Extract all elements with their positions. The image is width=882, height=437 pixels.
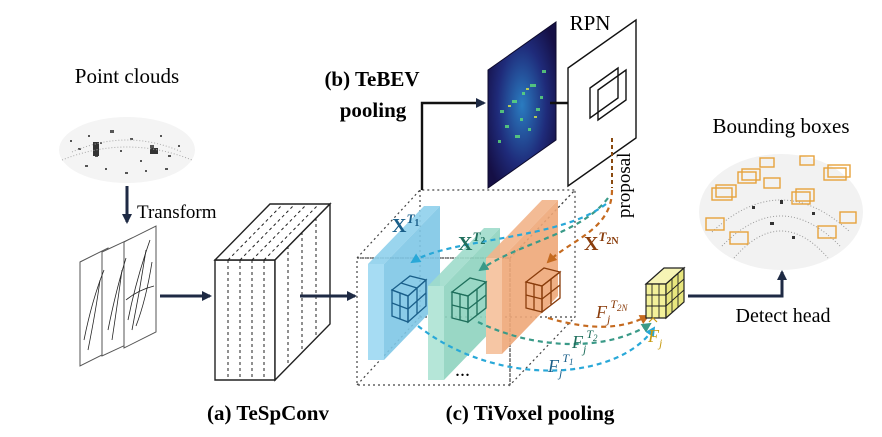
f-t2n-base: F <box>595 302 608 322</box>
tespconv-label: (a) TeSpConv <box>207 401 329 425</box>
slab-t2n <box>486 200 558 258</box>
f-hat-accent <box>648 317 658 323</box>
f-hat-sub: j <box>657 336 663 350</box>
pooled-feature-cube <box>644 266 686 320</box>
f-t2n-sub: j <box>605 312 611 326</box>
f-t2-base: F <box>571 332 584 352</box>
rpn-block <box>567 18 637 188</box>
f-hat-base: F <box>647 326 660 346</box>
voxel-grid-t2 <box>450 277 488 324</box>
voxel-grid-t1 <box>390 275 428 324</box>
x-t2-base: X <box>458 233 473 255</box>
x-t2n-base: X <box>584 233 599 255</box>
x-t1-sub: 1 <box>414 218 419 229</box>
f-t1-base: F <box>547 356 560 376</box>
tebev-label-line1: (b) TeBEV <box>324 67 419 91</box>
voxel-grid-t2n <box>524 267 562 314</box>
tespconv-block <box>213 202 332 382</box>
f-t2n-supsub: 2N <box>617 303 629 313</box>
f-t2-sup: T <box>586 327 594 341</box>
f-t2n-sup: T <box>610 297 618 311</box>
f-t2n-label: FjT2N <box>595 297 629 326</box>
point-cloud-image <box>59 117 195 183</box>
tivoxel-label: (c) TiVoxel pooling <box>446 401 615 425</box>
x-t2-sup: T <box>472 229 481 244</box>
point-clouds-label: Point clouds <box>75 64 179 88</box>
tivoxel-block <box>355 188 577 387</box>
f-t2-label: FjT2 <box>571 327 598 356</box>
proposal-to-t1-arrow <box>410 203 607 264</box>
tebev-label-line2: pooling <box>340 98 407 122</box>
x-t2-label: XT2 <box>458 229 485 255</box>
bounding-boxes-image <box>699 154 863 270</box>
x-t2-sub: 2 <box>480 236 485 247</box>
rpn-label: RPN <box>570 11 611 35</box>
f-t2-sub: j <box>581 342 587 356</box>
tebev-arrow <box>420 98 486 190</box>
f-t1-supsub: 1 <box>569 357 574 367</box>
f-t1-label: FjT1 <box>547 351 574 380</box>
a-star-label: A* <box>531 150 552 170</box>
bounding-boxes-label: Bounding boxes <box>712 114 849 138</box>
f-t1-arrow <box>417 325 656 372</box>
x-t2n-sup: T <box>598 229 607 244</box>
x-t1-label: XT1 <box>392 211 419 237</box>
bev-feature-map <box>487 21 557 189</box>
x-t2n-sub: 2N <box>606 236 619 247</box>
ellipsis: ... <box>455 359 470 381</box>
f-t1-sub: j <box>557 366 563 380</box>
x-t2n-label: XT2N <box>584 229 619 255</box>
f-t2n-arrow <box>547 315 650 328</box>
detect-head-label: Detect head <box>736 305 831 327</box>
f-t2-supsub: 2 <box>593 333 598 343</box>
proposal-label: proposal <box>614 153 635 218</box>
a-star-text: A* <box>531 150 552 170</box>
proposal-to-t2n-arrow <box>546 189 614 264</box>
detect-head-arrow <box>688 270 787 298</box>
transform-label: Transform <box>137 202 217 223</box>
f-hat-label: Fj <box>647 326 663 350</box>
proposal-to-t2-arrow <box>478 197 609 272</box>
x-t1-base: X <box>392 215 407 237</box>
f-t1-sup: T <box>562 351 570 365</box>
x-t1-sup: T <box>406 211 415 226</box>
transformed-frames <box>79 225 157 367</box>
